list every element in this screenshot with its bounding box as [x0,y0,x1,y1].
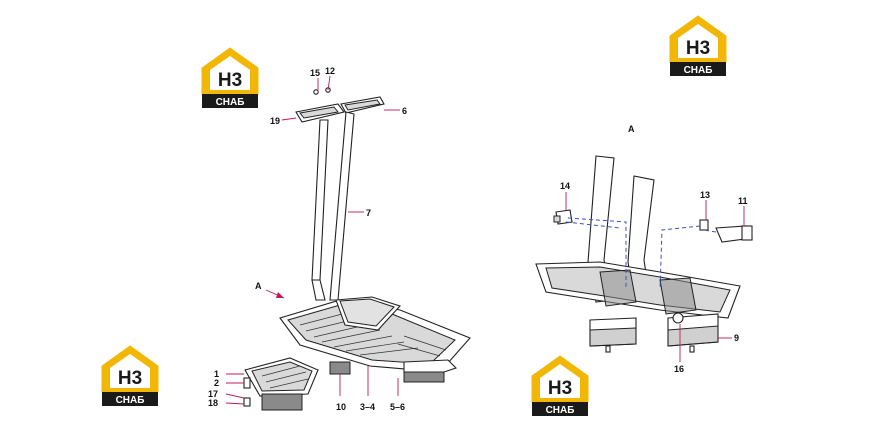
callout-10: 10 [336,402,346,412]
callout-5-6: 5–6 [390,402,405,412]
callout-2: 2 [214,378,219,388]
fastener [313,89,319,95]
callout-17: 17 [208,389,218,399]
logo-brand: СНАБ [546,405,575,416]
logo-brand: СНАБ [216,97,245,108]
callout-6: 6 [402,106,407,116]
callout-15: 15 [310,68,320,78]
callout-12: 12 [325,66,335,76]
callout-1: 1 [214,369,219,379]
pedal-lever-assembly [243,87,471,411]
callout-3-4: 3–4 [360,402,375,412]
detail-bracket [659,277,697,315]
leader-lines [225,75,745,405]
view-a-detail [535,155,753,353]
logo-mark: H3 [686,38,710,59]
callout-labels: 15 12 19 6 7 1 2 17 18 10 3–4 5–6 14 13 … [208,66,748,412]
brand-logo: H3 СНАБ [531,355,589,417]
callout-9: 9 [734,333,739,343]
brand-logo: H3 СНАБ [101,345,159,407]
left-lever-rod [311,119,329,281]
brand-logo: H3 СНАБ [669,15,727,77]
detail-washer [699,219,709,231]
logo-mark: H3 [118,368,142,389]
callout-7: 7 [366,208,371,218]
right-lever-rod [329,111,355,301]
logo-brand: СНАБ [684,65,713,76]
callout-11: 11 [738,196,748,206]
callout-16: 16 [674,364,684,374]
logo-mark: H3 [548,378,572,399]
view-a-label: A [628,124,635,134]
pedal-pad [335,296,401,331]
callout-19: 19 [270,116,280,126]
detail-nut [672,312,684,324]
brand-logo: H3 СНАБ [201,47,259,109]
detail-bracket [599,269,637,307]
view-arrow-label: A [255,281,262,291]
callout-14: 14 [560,181,570,191]
small-pedal-block [261,393,303,411]
callout-18: 18 [208,398,218,408]
pedal-mount-block [329,361,351,375]
callout-13: 13 [700,190,710,200]
logo-brand: СНАБ [116,395,145,406]
logo-mark: H3 [218,70,242,91]
